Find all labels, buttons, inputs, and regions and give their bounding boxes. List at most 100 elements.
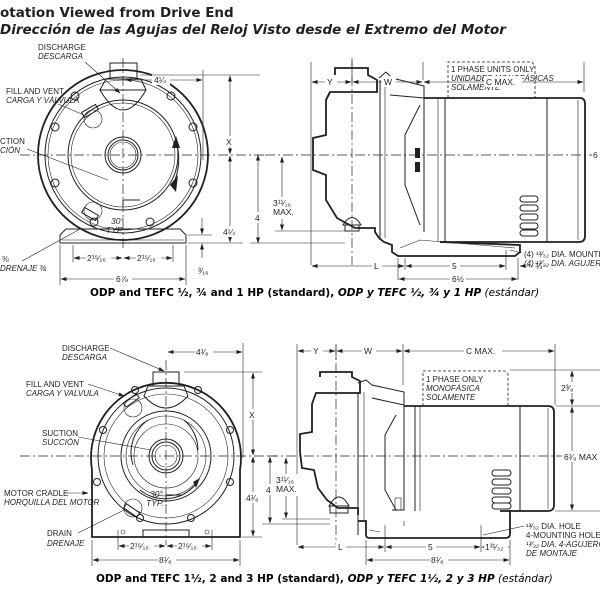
mounting-hole-lower-3: ¹³⁄₃₂ DIA. 4-AGUJERO: [526, 540, 600, 549]
dim-half-base-left: 2¹⁵⁄₁₆: [87, 253, 106, 263]
pump-base-side: [378, 237, 521, 257]
top-front-view: [20, 58, 265, 250]
dim-top-width: 4¼: [154, 75, 167, 85]
dim-suction-height: 3¹¹⁄₁₆: [273, 198, 291, 208]
dim-hole-spacing: 5: [452, 261, 457, 271]
top-caption-es: ODP y TEFC ½, ¾ y 1 HP: [334, 287, 481, 299]
callout-discharge-lower: DISCHARGE: [62, 344, 110, 353]
header-title: otation Viewed from Drive End: [0, 5, 234, 21]
bottom-caption-en: ODP and TEFC 1½, 2 and 3 HP (standard),: [96, 573, 344, 585]
motor-vent-slots-lower: [491, 469, 512, 510]
angle-label-lower: 30°: [150, 489, 163, 499]
mounting-hole-note: (4) ¹³⁄₃₂ DIA. MOUNTI: [524, 250, 600, 259]
callout-suction-es: CIÓN: [0, 146, 20, 155]
dim-w: W: [384, 77, 392, 87]
callout-drain: ⅜: [2, 255, 9, 264]
top-caption-es-suffix: (estándar): [481, 287, 539, 299]
top-front-callouts: DISCHARGE DESCARGA FILL AND VENT CARGA Y…: [0, 43, 124, 273]
top-caption-en: ODP and TEFC ½, ¾ and 1 HP (standard),: [90, 287, 334, 299]
dim-half-base-right: 2¹⁵⁄₁₆: [137, 253, 156, 263]
top-front-dimensions: 4¼ X 4¼ ³⁄₁₆ 2¹⁵⁄₁₆ 2¹⁵⁄₁₆ 6⅞: [59, 70, 260, 285]
bottom-front-view: [20, 360, 278, 545]
motor-cradle-side: [358, 510, 511, 539]
dim-l-lower: L: [338, 542, 343, 552]
callout-discharge: DISCHARGE: [38, 43, 86, 52]
top-side-dimensions: Y W C MAX. 6 4 3¹¹⁄₁₆ MAX. L 5 ¾ 6½: [250, 62, 598, 284]
dim-end-offset-lower: 1³¹⁄₃₂: [485, 542, 504, 552]
top-figure-caption: ODP and TEFC ½, ¾ and 1 HP (standard), O…: [90, 287, 539, 299]
bottom-figure-caption: ODP and TEFC 1½, 2 and 3 HP (standard), …: [96, 573, 553, 585]
mounting-hole-lower-1: ¹³⁄₃₂ DIA. HOLE: [526, 522, 581, 531]
dim-end-offset: ¾: [535, 261, 543, 271]
mounting-hole-note-es: (4) ¹³⁄₃₂ DIA. AGUJERO: [524, 259, 600, 268]
angle-typ-label-lower: TYP.: [146, 498, 164, 508]
dim-x-lower: X: [249, 410, 255, 420]
dim-lower-height: 4¼: [223, 227, 236, 237]
dim-base-length-lower: 8¹⁄₈: [431, 555, 444, 565]
pump-casing-side: [312, 67, 380, 239]
callout-drain-es: DRENAJE ⅜: [0, 264, 47, 273]
header-subtitle: Dirección de las Agujas del Reloj Visto …: [0, 22, 507, 38]
pump-casing-side-lower: [299, 371, 361, 515]
dim-top-width-lower: 4¹⁄₈: [196, 347, 209, 357]
dim-half-base-left-lower: 2¹⁵⁄₁₆: [130, 541, 149, 551]
bottom-side-view: [268, 345, 596, 545]
dim-l: L: [374, 261, 379, 271]
bottom-caption-es-suffix: (estándar): [495, 573, 553, 585]
phase-note-lower-line1: 1 PHASE ONLY: [426, 375, 484, 384]
dim-x: X: [226, 137, 232, 147]
dim-y-lower: Y: [313, 346, 319, 356]
bottom-front-dimensions: 4¹⁄₈ X 4¹⁄₈ 2¹⁵⁄₁₆ 2¹⁵⁄₁₆ 8¹⁄₈: [91, 343, 262, 566]
motor-body: [424, 97, 586, 243]
dim-y: Y: [327, 77, 333, 87]
bottom-front-callouts: DISCHARGE DESCARGA FILL AND VENT CARGA Y…: [4, 344, 165, 548]
callout-motor-cradle-es: HORQUILLA DEL MOTOR: [4, 498, 100, 507]
dim-base-width-lower: 8¹⁄₈: [159, 555, 172, 565]
dim-suction-max-lower: MAX.: [276, 484, 297, 494]
dim-right-cut: 6: [593, 150, 598, 160]
flange-bolts: [50, 91, 198, 227]
mounting-hole-lower-2: 4-MOUNTING HOLE: [526, 531, 600, 540]
dim-suction-height-lower: 3¹¹⁄₁₆: [276, 475, 294, 485]
motor-vent-slots: [519, 195, 539, 237]
callout-fill-vent-lower: FILL AND VENT: [26, 380, 84, 389]
callout-motor-cradle: MOTOR CRADLE: [4, 489, 68, 498]
phase-note-lower-line3: SOLAMENTE: [426, 393, 476, 402]
dim-base-thickness: ³⁄₁₆: [198, 266, 209, 276]
dim-half-base-right-lower: 2¹⁵⁄₁₆: [178, 541, 197, 551]
top-side-view: [265, 58, 592, 265]
callout-discharge-es: DESCARGA: [38, 52, 83, 61]
dim-c-max-lower: C MAX.: [466, 346, 495, 356]
callout-suction: CTION: [0, 137, 25, 146]
bottom-side-annotations: 1 PHASE ONLY MONOFÁSICA SOLAMENTE ¹³⁄₃₂ …: [426, 375, 600, 558]
flange-bolts-lower: [93, 386, 234, 522]
callout-fill-vent-es: CARGA Y VÁLVULA: [6, 96, 79, 105]
phase-note-box-lower: [422, 370, 509, 406]
mounting-hole-lower-4: DE MONTAJE: [526, 549, 578, 558]
callout-discharge-lower-es: DESCARGA: [62, 353, 107, 362]
angle-typ-label: TYP.: [106, 225, 124, 235]
dim-suction-max: MAX.: [273, 207, 294, 217]
phase-note-box: [447, 61, 536, 98]
callout-drain-lower-es: DRENAJE: [47, 539, 85, 548]
dim-shaft-height-lower: 4: [266, 485, 271, 495]
dim-w-lower: W: [364, 346, 372, 356]
dim-lower-height-lower: 4¹⁄₈: [246, 493, 259, 503]
callout-fill-vent: FILL AND VENT: [6, 87, 64, 96]
bottom-side-dimensions: Y W C MAX. 2³⁄₈ 6¹⁄₈ MAX 4 3¹¹⁄₁₆ MAX.: [262, 344, 600, 565]
callout-suction-lower: SUCTION: [42, 429, 78, 438]
callout-fill-vent-lower-es: CARGA Y VALVULA: [26, 389, 99, 398]
dim-base-length: 6½: [452, 274, 464, 284]
dim-hole-spacing-lower: 5: [428, 542, 433, 552]
phase-note-line1: 1 PHASE UNITS ONLY: [451, 65, 535, 74]
dim-c-max: C MAX.: [486, 77, 515, 87]
callout-suction-lower-es: SUCCIÓN: [42, 438, 79, 447]
phase-note-line3: SOLAMENTE: [451, 83, 501, 92]
motor-body-lower: [404, 405, 555, 512]
dim-base-width: 6⅞: [116, 274, 129, 284]
bottom-caption-es: ODP y TEFC 1½, 2 y 3 HP: [344, 573, 495, 585]
phase-note-lower-line2: MONOFÁSICA: [426, 384, 480, 393]
dim-shaft-height: 4: [255, 213, 260, 223]
dim-motor-dia: 6¹⁄₈ MAX: [564, 452, 598, 462]
